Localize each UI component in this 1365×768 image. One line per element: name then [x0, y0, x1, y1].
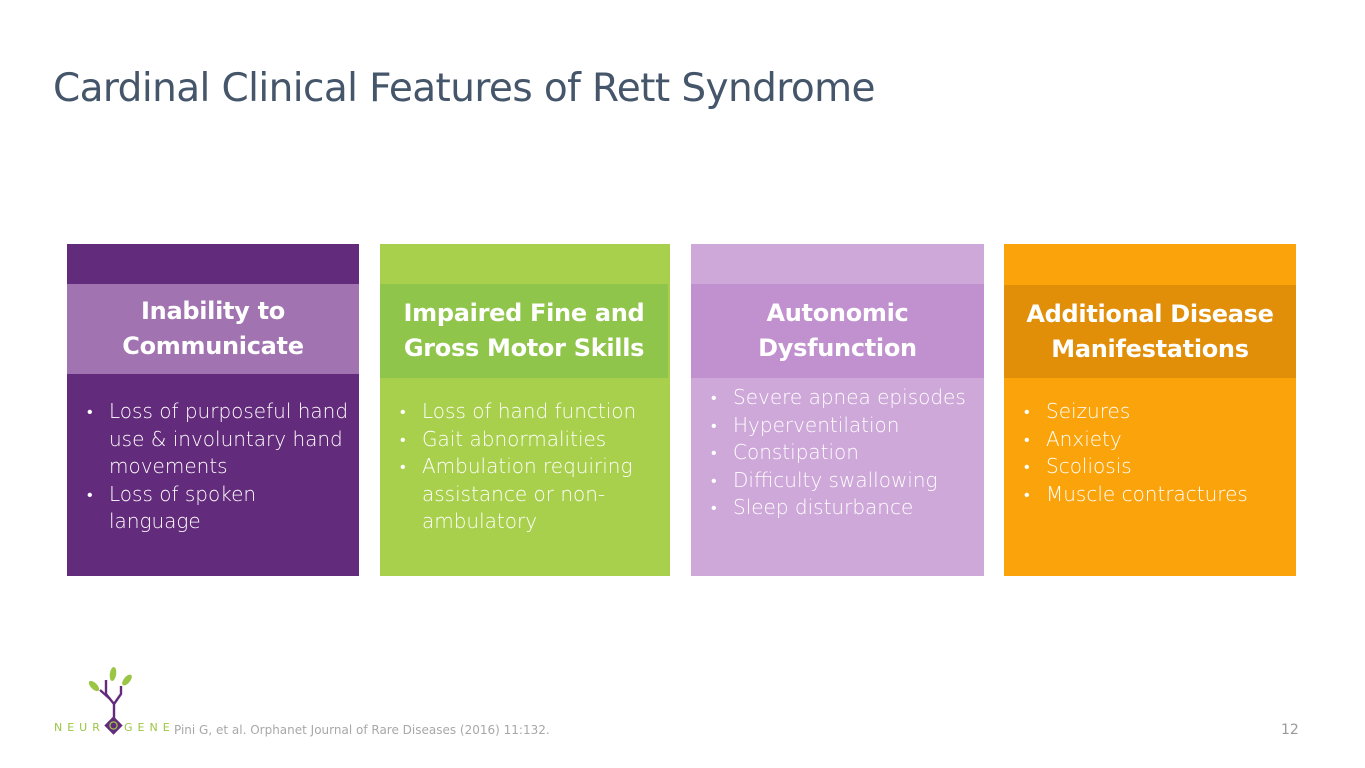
card-heading-line: Gross Motor Skills: [403, 334, 645, 362]
bullet-list: Severe apnea episodes Hyperventilation C…: [691, 384, 984, 522]
feature-card-communication: Inability to Communicate Loss of purpose…: [67, 244, 359, 576]
feature-card-autonomic: Autonomic Dysfunction Severe apnea episo…: [691, 244, 984, 576]
bullet-list: Seizures Anxiety Scoliosis Muscle contra…: [1004, 398, 1296, 508]
logo-text-right: GENE: [124, 721, 175, 734]
bullet-item: Sleep disturbance: [711, 494, 984, 522]
bullet-list: Loss of hand function Gait abnormalities…: [380, 398, 670, 536]
card-heading-line: Autonomic: [766, 299, 909, 327]
card-heading-line: Additional Disease: [1026, 299, 1274, 328]
card-header: Additional Disease Manifestations: [1004, 285, 1296, 378]
bullet-item: Ambulation requiring assistance or non-a…: [400, 453, 670, 536]
card-heading-line: Impaired Fine and: [403, 299, 645, 327]
card-heading-line: Inability to: [141, 297, 285, 325]
bullet-list: Loss of purposeful hand use & involuntar…: [67, 398, 359, 536]
bullet-item: Loss of purposeful hand use & involuntar…: [87, 398, 359, 481]
card-heading-line: Communicate: [122, 332, 304, 360]
card-header: Inability to Communicate: [67, 284, 359, 374]
card-header: Impaired Fine and Gross Motor Skills: [380, 284, 668, 378]
bullet-item: Seizures: [1024, 398, 1296, 426]
bullet-item: Loss of hand function: [400, 398, 670, 426]
logo-text-left: NEUR: [54, 721, 105, 734]
card-heading-line: Manifestations: [1051, 334, 1249, 363]
card-heading-line: Dysfunction: [758, 334, 917, 362]
neurogene-logo: NEUR GENE: [54, 664, 174, 750]
bullet-item: Gait abnormalities: [400, 426, 670, 454]
bullet-item: Anxiety: [1024, 426, 1296, 454]
citation: Pini G, et al. Orphanet Journal of Rare …: [174, 723, 550, 737]
bullet-item: Scoliosis: [1024, 453, 1296, 481]
tree-logo-icon: [88, 667, 132, 735]
bullet-item: Constipation: [711, 439, 984, 467]
bullet-item: Difficulty swallowing: [711, 467, 984, 495]
card-header: Autonomic Dysfunction: [691, 284, 984, 378]
bullet-item: Severe apnea episodes: [711, 384, 984, 412]
page-number: 12: [1281, 722, 1299, 738]
slide-title: Cardinal Clinical Features of Rett Syndr…: [53, 66, 875, 111]
feature-card-additional: Additional Disease Manifestations Seizur…: [1004, 244, 1296, 576]
bullet-item: Loss of spoken language: [87, 481, 359, 536]
bullet-item: Muscle contractures: [1024, 481, 1296, 509]
bullet-item: Hyperventilation: [711, 412, 984, 440]
feature-card-motor-skills: Impaired Fine and Gross Motor Skills Los…: [380, 244, 670, 576]
